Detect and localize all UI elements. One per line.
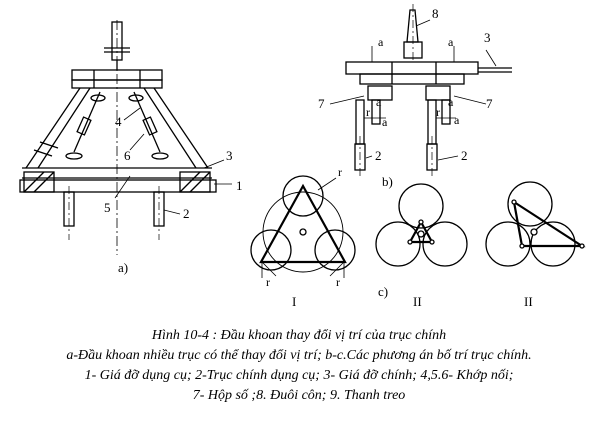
label-a-6: a <box>454 113 460 127</box>
label-a-4: a <box>448 95 454 109</box>
label-a-1: a <box>378 35 384 49</box>
caption-title: Hình 10-4 : Đầu khoan thay đổi vị trí củ… <box>151 328 447 343</box>
label-r-c1: r <box>338 165 342 179</box>
label-3-a: 3 <box>226 148 233 163</box>
label-a-3: a <box>376 95 382 109</box>
label-7-left: 7 <box>318 96 325 111</box>
label-3-b: 3 <box>484 30 491 45</box>
label-a-2: a <box>448 35 454 49</box>
arrangement-II <box>375 183 468 267</box>
label-r-b2: r <box>436 105 440 119</box>
arrangement-II-skewed <box>485 181 586 267</box>
label-1: 1 <box>236 178 243 193</box>
label-fig-c: c) <box>378 284 388 299</box>
label-r-c3: r <box>336 275 340 289</box>
label-fig-b: b) <box>382 174 393 189</box>
label-roman-II-1: II <box>413 294 422 309</box>
label-4: 4 <box>115 114 122 129</box>
label-7-right: 7 <box>486 96 493 111</box>
gearbox-layout-b <box>329 4 512 176</box>
label-2-b-right: 2 <box>461 148 468 163</box>
label-2-b-left: 2 <box>375 148 382 163</box>
technical-figure: a) b) c) 1 2 3 4 5 6 8 3 7 7 2 2 a a a a… <box>19 4 586 309</box>
label-r-c2: r <box>266 275 270 289</box>
figure-caption: Hình 10-4 : Đầu khoan thay đổi vị trí củ… <box>0 326 598 406</box>
label-roman-I: I <box>292 294 296 309</box>
label-6: 6 <box>124 148 131 163</box>
drill-head-assembly-a <box>19 20 232 255</box>
arrangement-I <box>250 175 356 278</box>
label-5: 5 <box>104 200 111 215</box>
caption-line-4: 7- Hộp số ;8. Đuôi côn; 9. Thanh treo <box>192 388 406 403</box>
label-r-b1: r <box>366 105 370 119</box>
caption-line-3: 1- Giá đỡ dụng cụ; 2-Trục chính dụng cụ;… <box>84 368 514 383</box>
label-8: 8 <box>432 6 439 21</box>
label-2-a: 2 <box>183 206 190 221</box>
caption-line-2: a-Đầu khoan nhiều trục có thể thay đổi v… <box>66 348 532 363</box>
label-fig-a: a) <box>118 260 128 275</box>
label-roman-II-2: II <box>524 294 533 309</box>
label-a-5: a <box>382 115 388 129</box>
